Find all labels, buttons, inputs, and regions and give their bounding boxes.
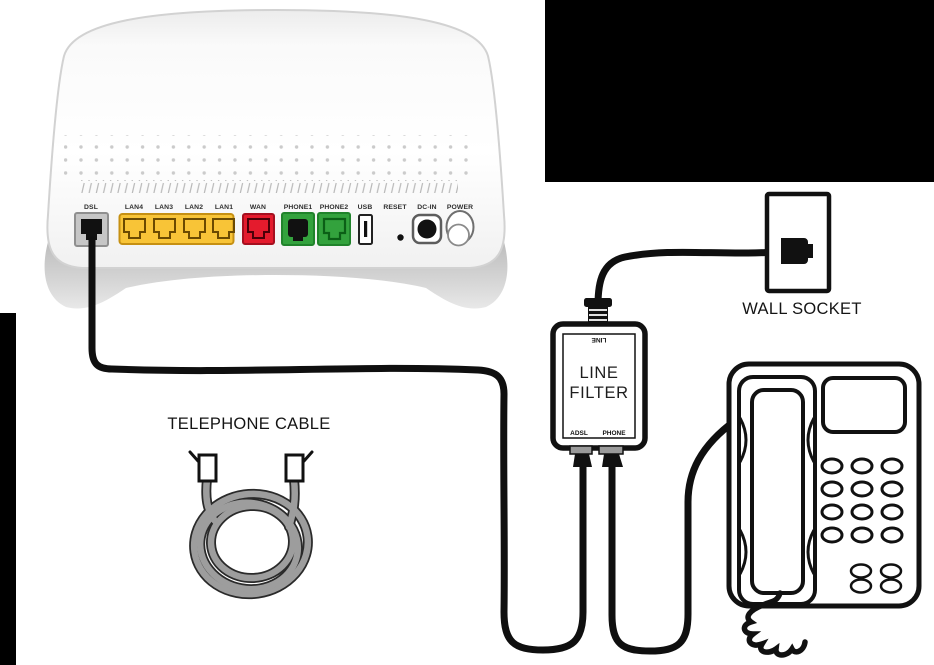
port-dcin [411, 213, 443, 245]
phone-function-buttons [849, 563, 903, 594]
power-button [445, 210, 475, 247]
dsl-cable [88, 236, 587, 654]
keypad-button [850, 480, 874, 498]
keypad-button [850, 526, 874, 544]
port-lan1-jack [212, 218, 235, 239]
function-button [849, 578, 873, 594]
function-button [879, 578, 903, 594]
connector-latch [302, 450, 314, 463]
wall-socket: WALL SOCKET [742, 191, 861, 318]
line-filter-title-line1: LINE [579, 364, 618, 382]
port-label-phone1: PHONE1 [284, 204, 313, 211]
port-phone2 [317, 212, 351, 246]
port-label-lan2: LAN2 [185, 204, 203, 211]
port-label-phone2: PHONE2 [320, 204, 349, 211]
phone-cord [741, 590, 808, 658]
port-label-lan4: LAN4 [125, 204, 143, 211]
function-button [849, 563, 873, 579]
keypad-button [880, 457, 904, 475]
redaction-left-bar [0, 313, 16, 665]
port-lan3-jack [153, 218, 176, 239]
keypad-button [820, 503, 844, 521]
line-filter-phone-label: PHONE [602, 430, 626, 437]
keypad-button [820, 457, 844, 475]
telephone-cable-label: TELEPHONE CABLE [167, 415, 330, 433]
port-lan2-jack [183, 218, 206, 239]
line-filter-adsl-label: ADSL [570, 430, 588, 437]
function-button [879, 563, 903, 579]
line-filter-adsl-plug [573, 454, 592, 467]
keypad-button [820, 526, 844, 544]
port-label-usb: USB [358, 204, 373, 211]
cable-connector-right [284, 450, 314, 483]
cable-connector-left [188, 450, 218, 483]
port-reset-pinhole [397, 234, 404, 241]
filter-to-phone-cable [608, 416, 740, 655]
port-label-dsl: DSL [84, 204, 98, 211]
port-label-wan: WAN [250, 204, 266, 211]
line-filter: LINE LINE FILTER ADSL PHONE [550, 298, 648, 467]
telephone [726, 361, 922, 658]
phone-keypad [820, 457, 904, 544]
line-filter-phone-port [598, 445, 624, 455]
line-filter-phone-plug [602, 454, 623, 467]
keypad-button [850, 457, 874, 475]
keypad-button [820, 480, 844, 498]
router: DSL LAN4 LAN3 LAN2 LAN1 WAN PHONE1 PHONE… [44, 8, 508, 309]
keypad-button [880, 480, 904, 498]
wall-socket-plug [781, 238, 813, 264]
port-label-lan3: LAN3 [155, 204, 173, 211]
line-filter-panel [562, 333, 636, 439]
router-vent-hatch [78, 180, 458, 193]
line-filter-adsl-port [569, 445, 593, 455]
port-dsl [74, 212, 109, 247]
port-lan4-jack [123, 218, 146, 239]
line-filter-title-line2: FILTER [569, 384, 628, 402]
phone-cradle-hooks [738, 417, 816, 575]
line-filter-to-socket-cable [594, 247, 792, 309]
keypad-button [880, 503, 904, 521]
keypad-button [880, 526, 904, 544]
phone-handset [750, 388, 805, 595]
line-filter-top-connector [584, 298, 612, 307]
line-filter-line-label: LINE [591, 336, 606, 343]
keypad-button [850, 503, 874, 521]
redaction-top-right [545, 0, 934, 182]
telephone-cable: TELEPHONE CABLE [167, 415, 330, 600]
port-wan [242, 213, 275, 245]
port-label-reset: RESET [383, 204, 407, 211]
port-label-dcin: DC-IN [417, 204, 436, 211]
port-usb [358, 214, 373, 245]
port-phone1 [281, 212, 315, 246]
port-lan-block [118, 213, 235, 245]
router-vent-dots [64, 135, 470, 175]
connector-latch [188, 450, 200, 463]
phone-display [821, 376, 907, 434]
port-label-lan1: LAN1 [215, 204, 233, 211]
port-label-power: POWER [447, 204, 473, 211]
wall-socket-label: WALL SOCKET [742, 300, 861, 318]
coil-core [190, 475, 312, 598]
